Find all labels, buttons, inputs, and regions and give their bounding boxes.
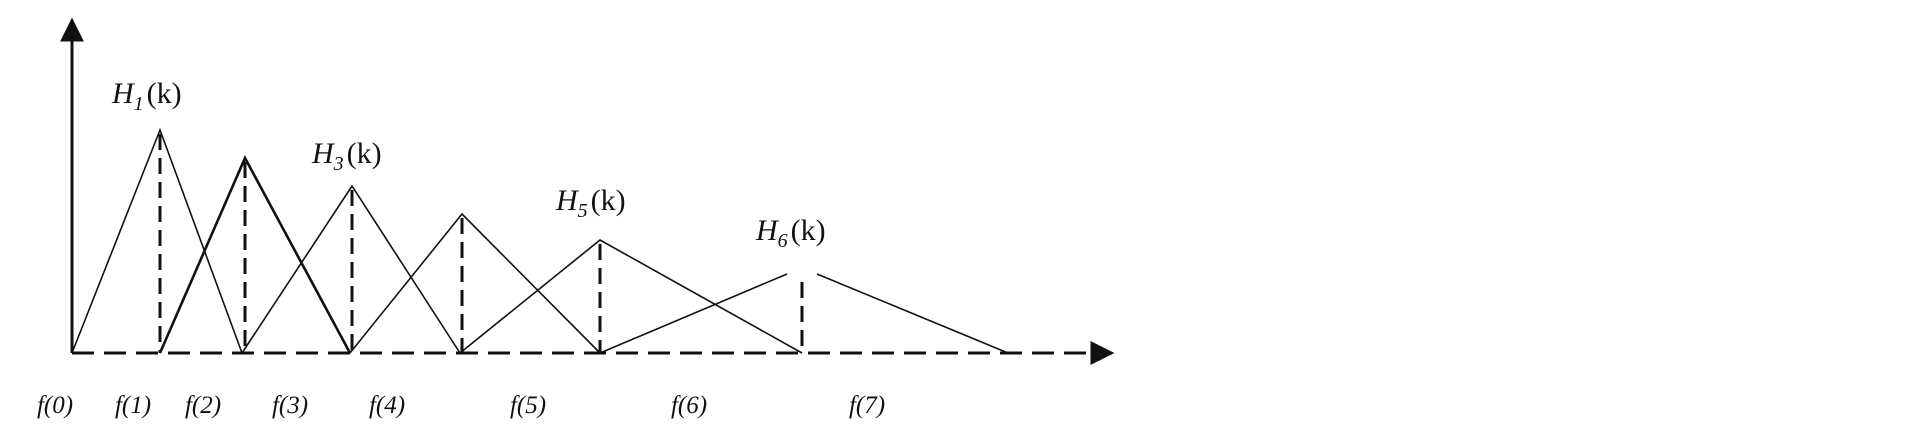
filter-label-h5: H5(k) — [555, 184, 626, 222]
filter-triangles — [71, 127, 1009, 354]
filter-triangle-6b — [816, 273, 1009, 354]
filter-label-h6: H6(k) — [755, 214, 826, 252]
filter-triangle-2 — [158, 155, 352, 354]
freq-label-3: f(3) — [272, 392, 308, 419]
freq-label-6: f(6) — [671, 392, 707, 419]
filter-triangle-1 — [71, 127, 243, 354]
filter-triangle-5 — [459, 239, 803, 354]
filter-label-h1: H1(k) — [111, 77, 182, 115]
filter-label-h3: H3(k) — [311, 137, 382, 175]
freq-label-4: f(4) — [369, 392, 405, 419]
freq-label-1: f(1) — [115, 392, 151, 419]
freq-label-2: f(2) — [185, 392, 221, 419]
filter-triangle-3 — [241, 184, 461, 354]
filter-triangle-6a — [599, 273, 788, 354]
freq-label-7: f(7) — [849, 392, 885, 419]
freq-label-0: f(0) — [37, 392, 73, 419]
freq-label-5: f(5) — [510, 392, 546, 419]
filter-triangle-4 — [349, 212, 601, 354]
frequency-labels: f(0) f(1) f(2) f(3) f(4) f(5) f(6) f(7) — [37, 392, 885, 419]
center-lines — [158, 134, 804, 353]
